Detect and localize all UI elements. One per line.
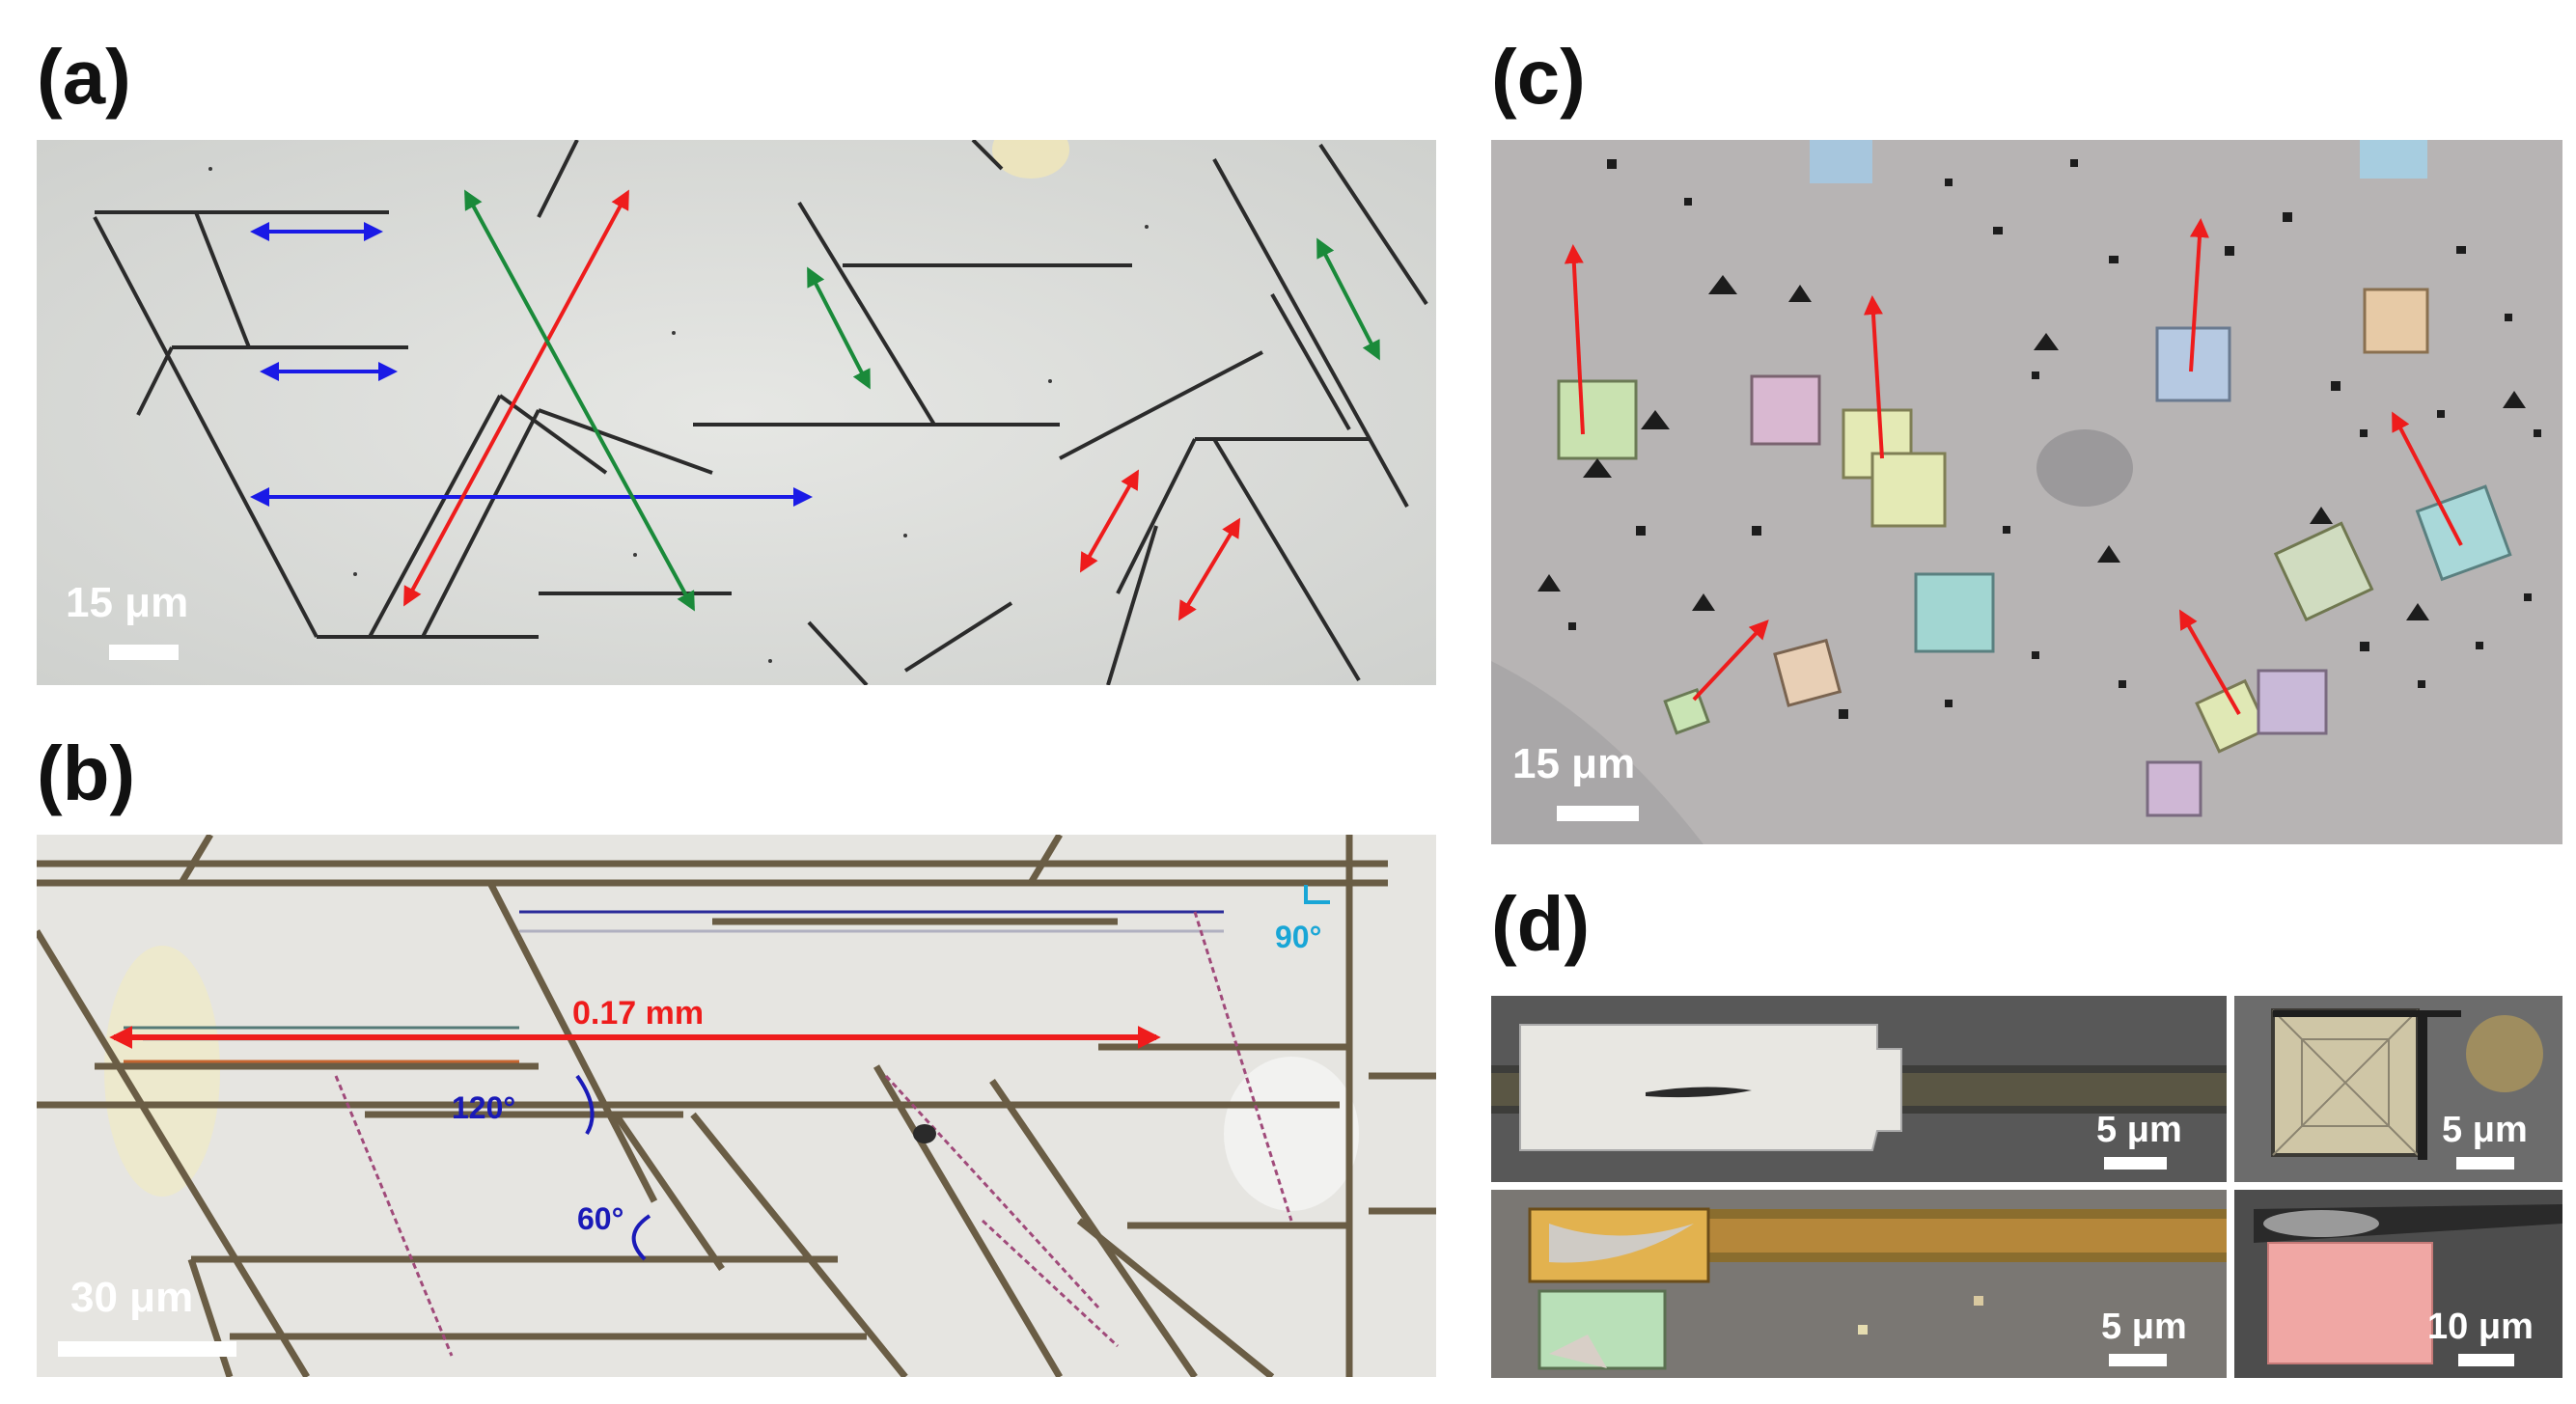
scale-label-b: 30 μm — [70, 1274, 194, 1321]
scale-bar-d-bl — [2109, 1354, 2167, 1366]
scale-bar-b — [58, 1341, 236, 1357]
crystal-lines-b — [37, 835, 1436, 1377]
panel-d-top-right: 5 μm — [2234, 996, 2562, 1182]
panel-b-image — [37, 835, 1436, 1377]
angle-90-label: 90° — [1275, 920, 1322, 954]
panel-a-image — [37, 140, 1436, 685]
scale-label-a: 15 μm — [66, 579, 189, 626]
panel-d-bottom-right: 10 μm — [2234, 1190, 2562, 1378]
scale-bar-d-tl — [2104, 1157, 2167, 1170]
panel-d-tr-image — [2234, 996, 2562, 1182]
panel-d-bottom-left: 5 μm — [1491, 1190, 2227, 1378]
angle-60-label: 60° — [577, 1201, 624, 1236]
panel-d-label: (d) — [1491, 881, 1591, 967]
panel-c-micrograph: 15 μm — [1491, 140, 2562, 844]
scale-bar-d-tr — [2456, 1157, 2514, 1170]
scale-label-d-tr: 5 μm — [2442, 1110, 2528, 1150]
scale-label-d-br: 10 μm — [2427, 1307, 2534, 1347]
scale-bar-a — [109, 645, 179, 660]
length-label: 0.17 mm — [572, 995, 705, 1032]
panel-c-label: (c) — [1491, 34, 1586, 120]
panel-c-image — [1491, 140, 2562, 844]
flakes-c — [1557, 140, 2512, 817]
panel-b-micrograph: 0.17 mm 120° 60° 90° 30 μm — [37, 835, 1436, 1377]
panel-d-br-image — [2234, 1190, 2562, 1378]
scale-bar-c — [1557, 806, 1639, 821]
particles-c — [1537, 159, 2541, 719]
panel-d-bl-image — [1491, 1190, 2227, 1378]
scale-label-c: 15 μm — [1512, 740, 1636, 787]
scale-label-d-bl: 5 μm — [2101, 1307, 2187, 1347]
scale-bar-d-br — [2458, 1354, 2514, 1366]
panel-d-tl-image — [1491, 996, 2227, 1182]
panel-a-micrograph: 15 μm — [37, 140, 1436, 685]
panel-b-label: (b) — [37, 730, 136, 816]
panel-a-label: (a) — [37, 34, 131, 120]
panel-d-top-left: 5 μm — [1491, 996, 2227, 1182]
scale-label-d-tl: 5 μm — [2096, 1110, 2182, 1150]
angle-120-label: 120° — [452, 1090, 516, 1125]
